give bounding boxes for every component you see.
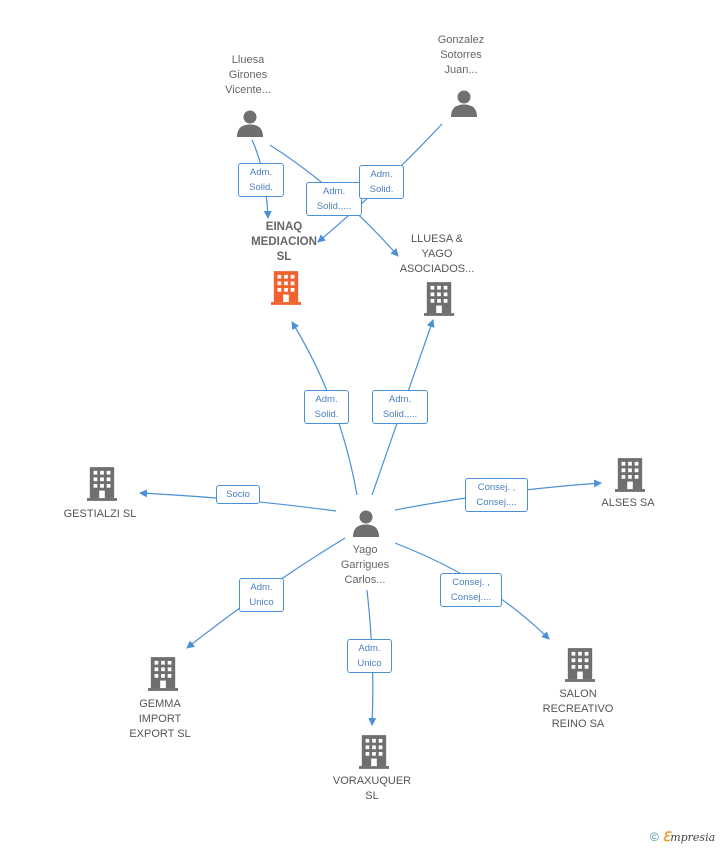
person-label-lluesa[interactable]: Lluesa Girones Vicente... [225, 54, 271, 96]
company-label-einaq[interactable]: EINAQ MEDIACION SL [251, 221, 317, 263]
company-label-gemma[interactable]: GEMMA IMPORT EXPORT SL [129, 698, 191, 740]
person-label-gonzalez[interactable]: Gonzalez Sotorres Juan... [437, 34, 485, 76]
relation-label[interactable]: Adm. Solid. [238, 163, 284, 197]
building-icon[interactable] [148, 657, 178, 691]
relation-label[interactable]: Consej. , Consej.... [465, 478, 528, 512]
person-icon[interactable] [451, 90, 477, 118]
relation-label[interactable]: Adm. Unico [347, 639, 392, 673]
relation-label[interactable]: Socio [216, 485, 260, 504]
person-icon[interactable] [353, 510, 379, 538]
company-label-voraxuquer[interactable]: VORAXUQUER SL [332, 775, 412, 802]
person-icon[interactable] [237, 110, 263, 138]
company-label-lluesa-yago[interactable]: LLUESA & YAGO ASOCIADOS... [399, 233, 475, 275]
building-icon[interactable] [615, 458, 645, 492]
relation-label[interactable]: Adm. Unico [239, 578, 284, 612]
company-label-gestialzi[interactable]: GESTIALZI SL [63, 508, 137, 520]
relation-label[interactable]: Adm. Solid.,... [306, 182, 362, 216]
relation-label[interactable]: Adm. Solid. [359, 165, 404, 199]
footer-brand: © ℇmpresia [650, 830, 715, 845]
relation-label[interactable]: Adm. Solid. [304, 390, 349, 424]
copyright-symbol: © [650, 830, 659, 844]
building-icon[interactable] [565, 648, 595, 682]
building-icon[interactable] [359, 735, 389, 769]
relation-label[interactable]: Adm. Solid.,... [372, 390, 428, 424]
building-icon[interactable] [424, 282, 454, 316]
relation-label[interactable]: Consej. , Consej.... [440, 573, 502, 607]
company-label-alses[interactable]: ALSES SA [601, 497, 655, 509]
company-label-salon[interactable]: SALON RECREATIVO REINO SA [542, 688, 614, 730]
building-icon[interactable] [271, 271, 301, 305]
brand-logo: ℇmpresia [662, 830, 716, 845]
person-label-yago[interactable]: Yago Garrigues Carlos... [340, 544, 390, 586]
building-icon[interactable] [87, 467, 117, 501]
